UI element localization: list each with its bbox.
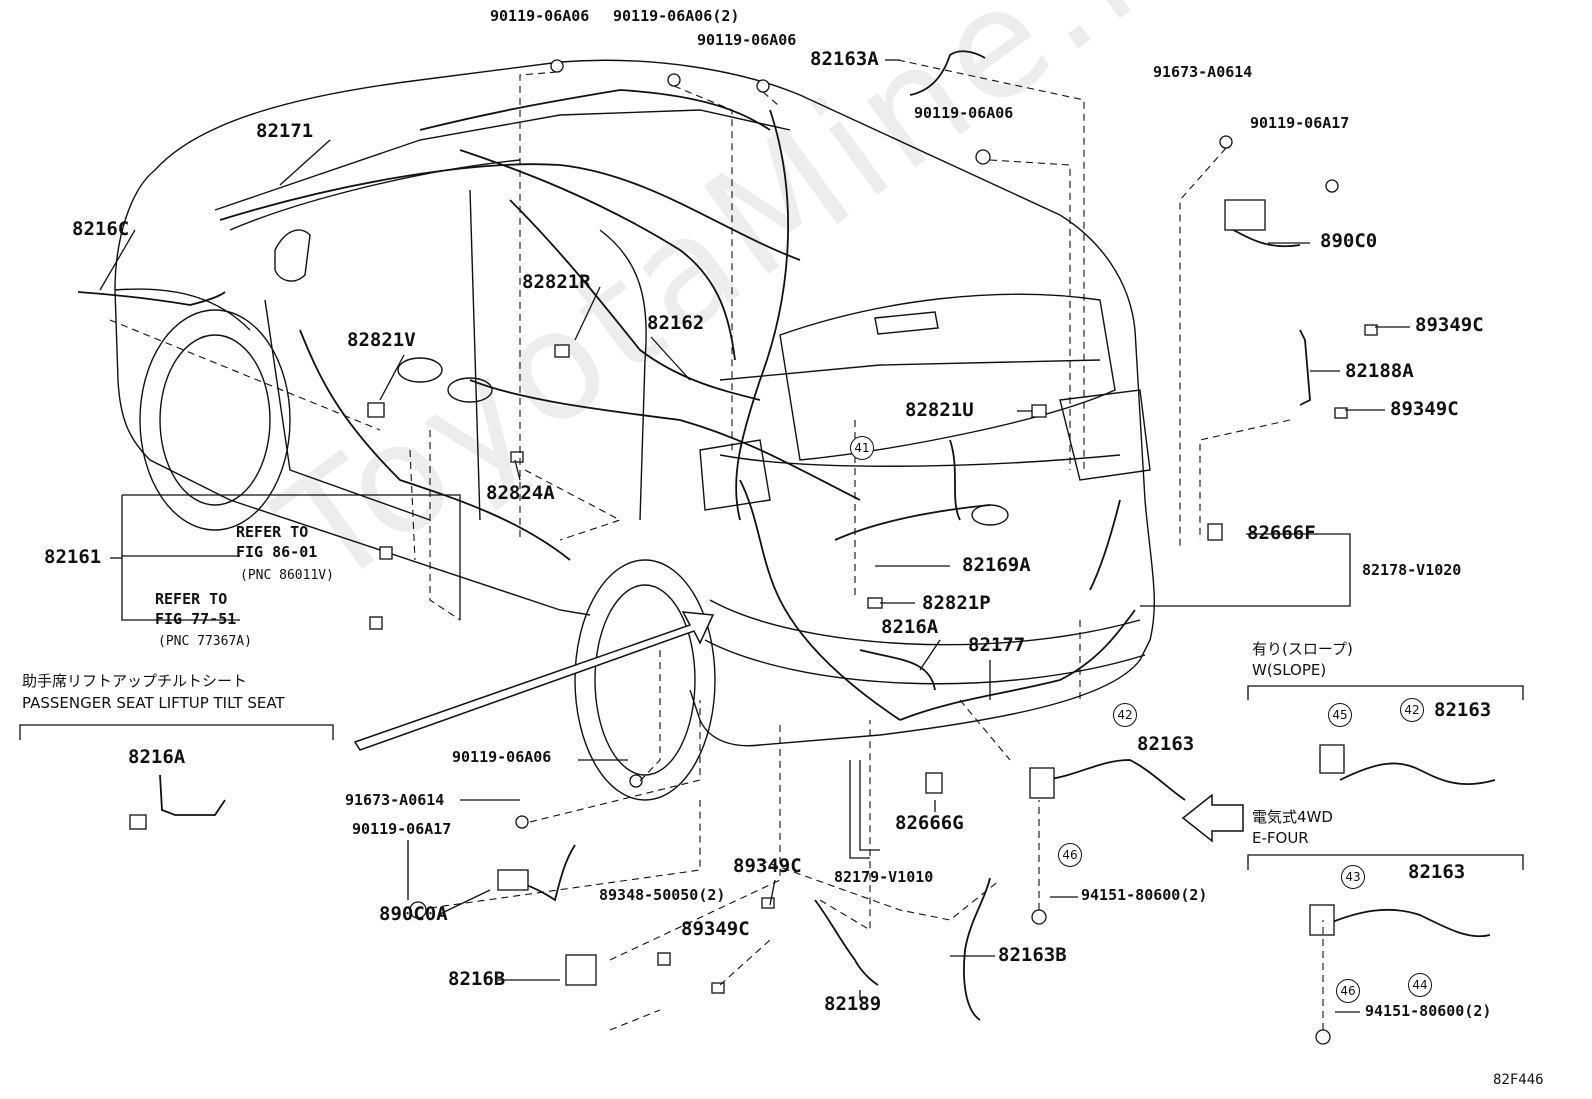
part-label: 890C0 bbox=[1320, 230, 1378, 252]
part-label: 90119-06A06 bbox=[490, 7, 590, 25]
part-label: 82163 bbox=[1137, 733, 1195, 755]
vehicle-body-outline bbox=[114, 59, 1155, 801]
part-label: 82821R bbox=[522, 271, 591, 293]
refer-note: FIG 86-01 bbox=[236, 543, 318, 561]
part-label: 94151-80600(2) bbox=[1081, 886, 1208, 904]
circled-ref: 44 bbox=[1408, 973, 1432, 997]
part-label: 82163B bbox=[998, 944, 1067, 966]
part-label: 82169A bbox=[962, 554, 1031, 576]
harness-wires bbox=[77, 50, 1496, 1021]
part-label: 82162 bbox=[647, 312, 705, 334]
part-label: 91673-A0614 bbox=[345, 791, 445, 809]
part-label: 82821V bbox=[347, 329, 416, 351]
circled-ref: 43 bbox=[1341, 865, 1365, 889]
part-label: 8216A bbox=[128, 746, 186, 768]
refer-note: REFER TO bbox=[155, 590, 228, 608]
part-label: 82171 bbox=[256, 120, 314, 142]
part-label: 94151-80600(2) bbox=[1365, 1002, 1492, 1020]
variant-note-en: W(SLOPE) bbox=[1252, 661, 1327, 679]
variant-note-jp: 電気式4WD bbox=[1252, 808, 1333, 826]
refer-note: FIG 77-51 bbox=[155, 610, 237, 628]
part-label: 89349C bbox=[1390, 398, 1459, 420]
part-label: 890C0A bbox=[379, 903, 448, 925]
part-label: 89348-50050(2) bbox=[599, 886, 726, 904]
circled-ref: 46 bbox=[1058, 843, 1082, 867]
part-label: 82821P bbox=[922, 592, 991, 614]
part-label: 90119-06A06 bbox=[914, 104, 1014, 122]
part-label: 82821U bbox=[905, 399, 974, 421]
refer-note-pnc: (PNC 77367A) bbox=[158, 634, 252, 649]
part-label: 82163 bbox=[1408, 861, 1466, 883]
part-label: 89349C bbox=[681, 918, 750, 940]
part-label: 82666G bbox=[895, 812, 964, 834]
part-label: 90119-06A17 bbox=[1250, 114, 1350, 132]
part-label: 82824A bbox=[486, 482, 555, 504]
part-label: 90119-06A06 bbox=[697, 31, 797, 49]
part-label: 8216B bbox=[448, 968, 506, 990]
part-label: 82177 bbox=[968, 634, 1026, 656]
circled-ref: 42 bbox=[1113, 703, 1137, 727]
pointer-arrows bbox=[353, 611, 1244, 843]
part-label: 90119-06A06(2) bbox=[613, 7, 740, 25]
connector-glyphs bbox=[129, 59, 1378, 1045]
dashed-guides bbox=[109, 59, 1324, 1031]
refer-note: REFER TO bbox=[236, 523, 309, 541]
variant-note-en: PASSENGER SEAT LIFTUP TILT SEAT bbox=[22, 694, 285, 712]
refer-note-pnc: (PNC 86011V) bbox=[240, 568, 334, 583]
group-brackets bbox=[19, 59, 1524, 1013]
part-label: 82178-V1020 bbox=[1362, 561, 1462, 579]
circled-ref: 46 bbox=[1336, 979, 1360, 1003]
circled-ref: 41 bbox=[850, 436, 874, 460]
circled-ref: 45 bbox=[1328, 703, 1352, 727]
part-label: 82163A bbox=[810, 48, 879, 70]
figure-code: 82F446 bbox=[1493, 1072, 1544, 1088]
variant-note-en: E-FOUR bbox=[1252, 829, 1309, 847]
part-label: 8216C bbox=[72, 218, 130, 240]
part-label: 89349C bbox=[733, 855, 802, 877]
variant-note-jp: 有り(スロープ) bbox=[1252, 640, 1353, 658]
part-label: 89349C bbox=[1415, 314, 1484, 336]
part-label: 90119-06A06 bbox=[452, 748, 552, 766]
variant-note-jp: 助手席リフトアップチルトシート bbox=[22, 672, 248, 690]
part-label: 82666F bbox=[1247, 522, 1316, 544]
part-label: 8216A bbox=[881, 616, 939, 638]
part-label: 82161 bbox=[44, 546, 102, 568]
part-label: 82179-V1010 bbox=[834, 868, 934, 886]
part-label: 82163 bbox=[1434, 699, 1492, 721]
circled-ref: 42 bbox=[1400, 698, 1424, 722]
part-label: 90119-06A17 bbox=[352, 820, 452, 838]
part-label: 82188A bbox=[1345, 360, 1414, 382]
part-label: 82189 bbox=[824, 993, 882, 1015]
part-label: 91673-A0614 bbox=[1153, 63, 1253, 81]
